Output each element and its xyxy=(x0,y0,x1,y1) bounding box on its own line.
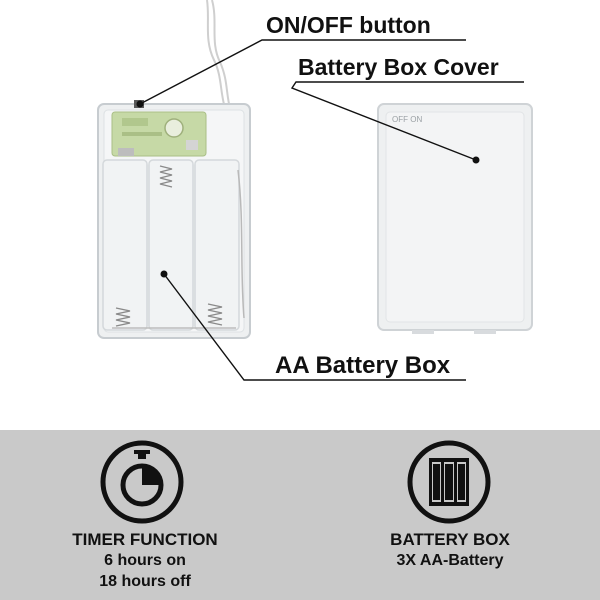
battery-box-icon xyxy=(407,440,491,524)
circuit-board xyxy=(111,111,207,157)
product-photo: OFF ON ON/OFF button Battery Box Cover A… xyxy=(97,0,533,381)
battery-feature-title: BATTERY BOX xyxy=(390,530,510,549)
timer-icon xyxy=(100,440,184,524)
battery-springs xyxy=(115,165,223,327)
on-off-button-callout: ON/OFF button xyxy=(266,12,431,38)
callout-lines xyxy=(136,39,524,381)
cover-off-on-print: OFF ON xyxy=(392,115,422,124)
battery-box-cover-callout: Battery Box Cover xyxy=(298,54,499,80)
feature-band: TIMER FUNCTION 6 hours on 18 hours off B… xyxy=(0,430,600,600)
timer-feature-on: 6 hours on xyxy=(104,552,186,569)
battery-box-cover: OFF ON xyxy=(377,103,533,334)
light-string-wires xyxy=(206,0,231,109)
internal-wire xyxy=(237,169,245,319)
timer-feature-title: TIMER FUNCTION xyxy=(72,530,218,549)
battery-cells xyxy=(102,159,240,331)
timer-feature-off: 18 hours off xyxy=(99,573,191,590)
battery-feature: BATTERY BOX 3X AA-Battery xyxy=(345,530,555,571)
timer-feature: TIMER FUNCTION 6 hours on 18 hours off xyxy=(40,530,250,592)
aa-battery-box-callout: AA Battery Box xyxy=(275,352,451,379)
battery-feature-spec: 3X AA-Battery xyxy=(396,552,504,569)
aa-battery-box xyxy=(97,100,251,339)
battery-box-photo: OFF ON xyxy=(97,0,533,381)
